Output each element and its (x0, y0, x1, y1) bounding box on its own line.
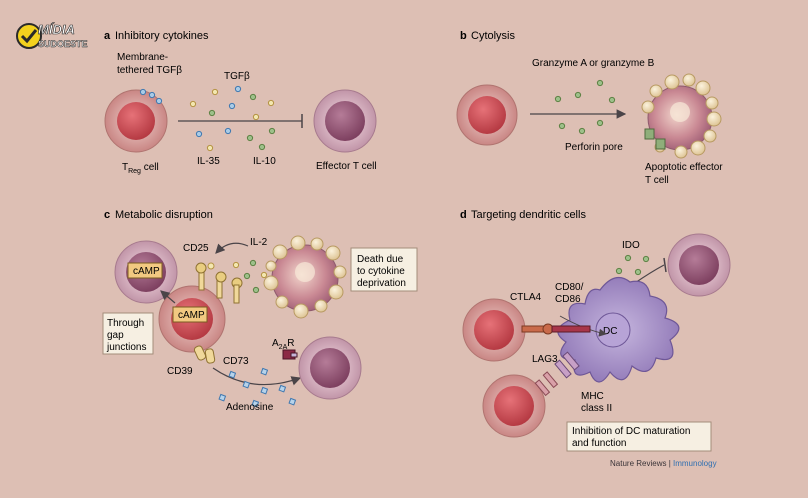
treg-cell-d-bottom (482, 374, 546, 438)
death-label-2: to cytokine (357, 266, 405, 277)
cd80-label-2: CD86 (555, 294, 581, 305)
cd39-cd73-enzymes (193, 345, 216, 364)
cytokine-dots-a (189, 85, 276, 152)
panel-a: a Inhibitory cytokines Membrane- tethere… (104, 30, 377, 175)
cd73-label: CD73 (223, 356, 249, 367)
effector-cell-c-right (298, 336, 362, 400)
cd25-label: CD25 (183, 243, 209, 254)
inhibition-label-1: Inhibition of DC maturation (572, 426, 690, 437)
panel-d: d Targeting dendritic cells IDO DC (460, 209, 731, 452)
a2a-receptor (282, 349, 298, 360)
gap-callout-box (102, 312, 154, 355)
il2-label: IL-2 (250, 237, 268, 248)
cd80-label-1: CD80/ (555, 282, 584, 293)
death-callout-box (350, 247, 418, 292)
granzyme-label: Granzyme A or granzyme B (532, 58, 655, 69)
panel-a-letter: a (104, 30, 111, 42)
panel-d-letter: d (460, 209, 467, 221)
panel-b-letter: b (460, 30, 467, 42)
effector-label: Effector T cell (316, 161, 377, 172)
mhc-label-1: MHC (581, 391, 604, 402)
panel-a-title: Inhibitory cytokines (115, 30, 209, 42)
treg-cell-b (456, 84, 518, 146)
ctla4-cd80-binding (521, 323, 591, 335)
il2-arrow (215, 242, 249, 254)
camp-box-2 (172, 306, 208, 323)
treg-label: TReg cell (122, 162, 159, 175)
camp-label-1: cAMP (133, 266, 160, 277)
il10-label: IL-10 (253, 156, 276, 167)
panel-c: c Metabolic disruption cAMP cAMP CD25 IL… (102, 209, 418, 413)
gap-label-3: junctions (106, 342, 146, 353)
effector-cell-d (667, 233, 731, 297)
dendritic-cell (557, 276, 680, 383)
apoptotic-cell-b (641, 73, 722, 159)
adenosine-squares (218, 367, 297, 408)
membrane-tgfb-label-2: tethered TGFβ (117, 65, 182, 76)
apoptotic-label-2: T cell (645, 175, 669, 186)
cd25-receptors (195, 262, 243, 304)
panel-c-letter: c (104, 209, 110, 221)
ctla4-label: CTLA4 (510, 292, 542, 303)
adenosine-arrow (212, 367, 302, 386)
panel-c-title: Metabolic disruption (115, 209, 213, 221)
cd39-label: CD39 (167, 366, 193, 377)
gap-label-1: Through (107, 318, 144, 329)
ido-inhibition-bar (663, 257, 667, 273)
camp-label-2: cAMP (178, 310, 205, 321)
il2-dots (232, 259, 268, 294)
inhibition-callout-box (566, 421, 712, 452)
dc-label: DC (603, 326, 617, 337)
tgfb-label: TGFβ (224, 71, 250, 82)
ido-label: IDO (622, 240, 640, 251)
svg-text:MÍDIA: MÍDIA (38, 22, 75, 37)
logo: MÍDIA SUDOESTE (16, 18, 96, 54)
a2a-receptor-label: A2AR (272, 338, 294, 351)
granzyme-dots (554, 79, 616, 135)
inhibition-label-2: and function (572, 438, 627, 449)
treg-cell-d-top (462, 298, 526, 362)
panel-d-title: Targeting dendritic cells (471, 209, 586, 221)
gap-junction-arrow (160, 290, 176, 304)
effector-cell-a (313, 89, 377, 153)
treg-cell-a (104, 88, 168, 153)
apoptotic-label-1: Apoptotic effector (645, 162, 723, 173)
perforin-label: Perforin pore (565, 142, 623, 153)
mhc-label-2: class II (581, 403, 612, 414)
il35-label: IL-35 (197, 156, 220, 167)
gap-label-2: gap (107, 330, 124, 341)
death-label-1: Death due (357, 254, 404, 265)
panel-b: b Cytolysis Granzyme A or granzyme B (456, 30, 723, 186)
lag3-label: LAG3 (532, 354, 558, 365)
adenosine-label: Adenosine (226, 402, 274, 413)
svg-text:SUDOESTE: SUDOESTE (38, 39, 88, 49)
panel-b-title: Cytolysis (471, 30, 516, 42)
death-label-3: deprivation (357, 278, 406, 289)
camp-box-1 (127, 262, 163, 279)
credit-line: Nature Reviews | Immunology (610, 459, 717, 468)
apoptotic-cell-c (263, 235, 347, 319)
lag3-mhc-binding (534, 351, 580, 397)
membrane-tgfb-label-1: Membrane- (117, 52, 168, 63)
